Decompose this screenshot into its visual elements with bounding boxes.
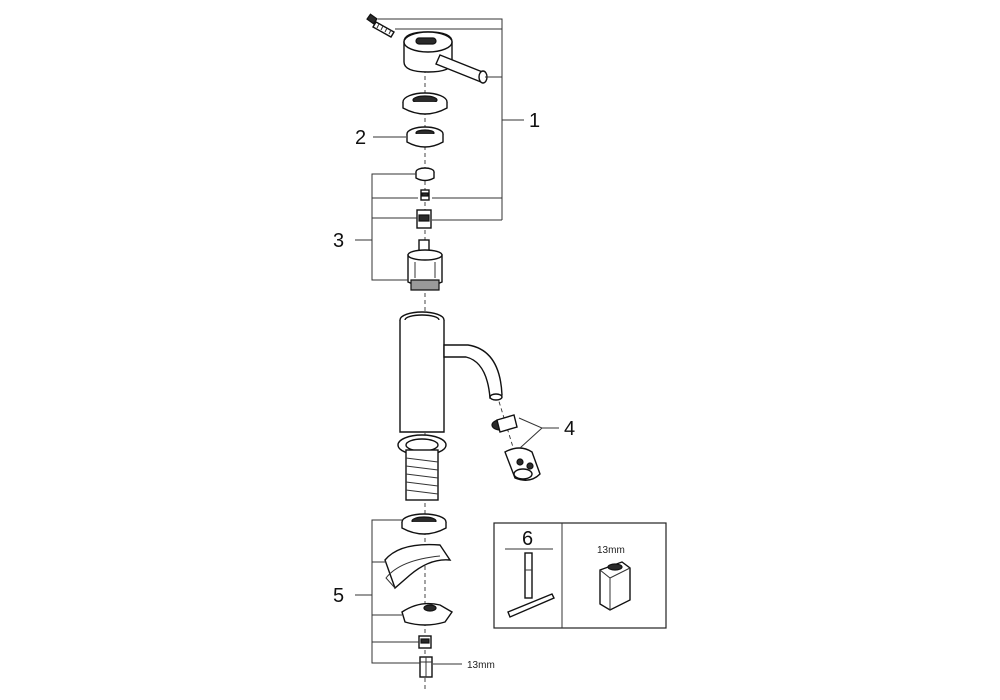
- bracket-5: [355, 519, 420, 664]
- faucet-body: [399, 311, 503, 433]
- hex-nut-small: [418, 635, 432, 649]
- callout-5: 5: [333, 585, 344, 607]
- callout-4: 4: [564, 418, 575, 440]
- callout-6: 6: [522, 528, 533, 550]
- bracket-1: [378, 18, 524, 221]
- lever-handle: [403, 31, 488, 84]
- support-plate: [384, 543, 452, 590]
- aerator-key: [504, 447, 541, 481]
- nut-ring: [406, 126, 444, 148]
- callout-1: 1: [529, 110, 540, 132]
- bracket-3: [355, 173, 418, 281]
- wrench-size-label: 13mm: [597, 545, 625, 556]
- bracket-4: [518, 417, 559, 449]
- cartridge: [407, 239, 443, 291]
- set-screw: [366, 13, 395, 38]
- callout-3: 3: [333, 230, 344, 252]
- nut-size-label: 13mm: [467, 660, 495, 671]
- hex-nut-13mm: [419, 656, 433, 678]
- stem-extension: [416, 209, 432, 229]
- fixing-washer: [401, 513, 447, 535]
- fixing-clamp: [401, 602, 454, 626]
- t-handle-key: [507, 552, 555, 618]
- adapter-pin: [420, 189, 430, 201]
- small-ring: [415, 167, 435, 182]
- socket-wrench: [599, 561, 631, 611]
- mounting-bolt: [405, 449, 439, 501]
- cover-cap: [402, 92, 448, 115]
- callout-2: 2: [355, 127, 366, 149]
- aerator: [491, 414, 518, 433]
